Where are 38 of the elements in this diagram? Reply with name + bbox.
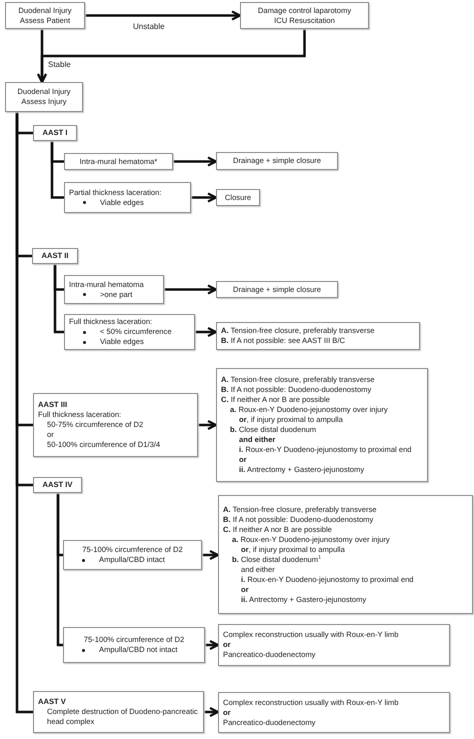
arrow (164, 284, 218, 295)
connector-line (16, 112, 33, 714)
arrow (195, 326, 218, 338)
flow-box (216, 152, 338, 170)
flow-box (218, 624, 450, 666)
arrow (204, 706, 220, 718)
flow-box (216, 281, 338, 298)
flow-box (64, 314, 195, 350)
arrow (202, 550, 220, 560)
flow-box (63, 627, 205, 663)
edge-label: Stable (47, 60, 72, 70)
flow-box (218, 692, 450, 733)
flow-box (63, 540, 202, 570)
arrow (205, 640, 220, 650)
flow-box (64, 153, 173, 170)
flow-box (32, 248, 78, 264)
flow-box (218, 495, 473, 614)
flow-box (33, 691, 204, 733)
flow-box (216, 189, 260, 206)
connector-line (54, 264, 64, 334)
edge-label: Unstable (132, 22, 166, 32)
arrow (85, 10, 242, 21)
connector-line (50, 141, 64, 199)
flow-box (33, 125, 77, 141)
arrow (173, 156, 218, 167)
arrow (36, 29, 306, 84)
connector-line (56, 493, 63, 646)
flow-box (64, 275, 164, 304)
flow-box (240, 2, 369, 29)
flow-box (5, 2, 85, 29)
flow-box (33, 393, 198, 457)
flow-box (216, 322, 420, 350)
flow-box (64, 182, 191, 213)
arrow (191, 192, 218, 203)
arrow (198, 420, 218, 430)
flow-box (33, 477, 82, 493)
flow-box (5, 82, 83, 112)
flow-box (216, 368, 428, 482)
